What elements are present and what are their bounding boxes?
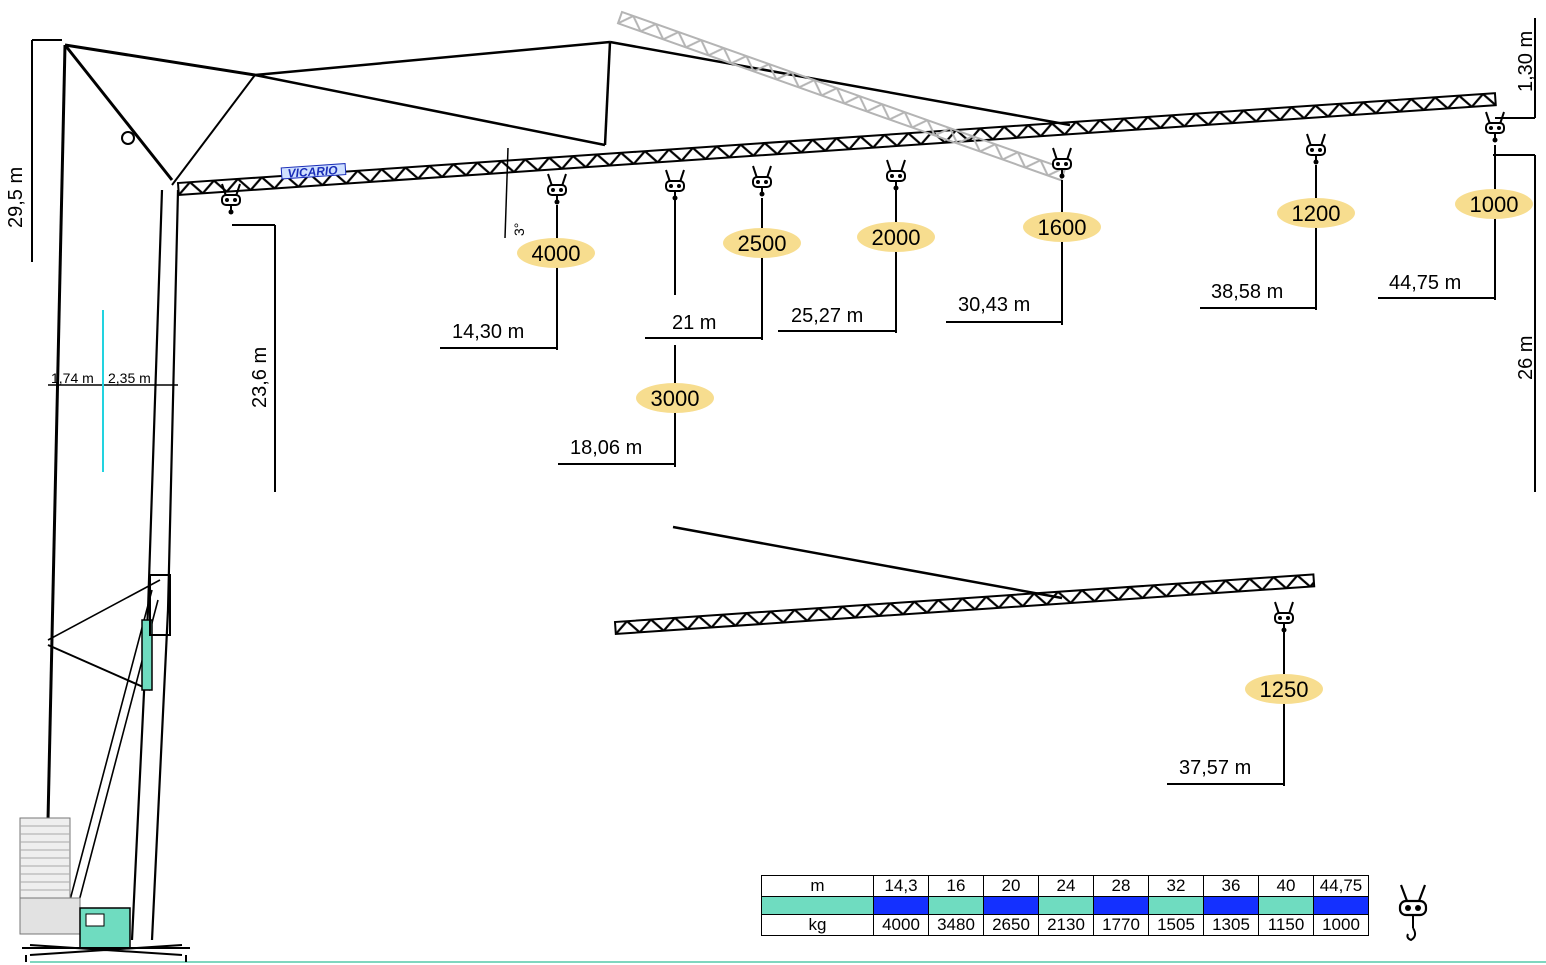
radius-point-1200: 1200 38,58 m [1211,198,1355,303]
radius-point-1000: 1000 44,75 m [1389,189,1533,294]
row-label-load: kg [761,914,874,936]
hook-icon [665,169,685,202]
dim-29-5: 29,5 m [5,167,27,228]
load-label: 3000 [651,386,700,411]
distance-label: 44,75 m [1389,272,1461,294]
table-row: m 14,3 16 20 24 28 32 36 40 44,75 [761,875,1369,897]
table-cell: 1505 [1148,914,1204,936]
table-cell: 32 [1148,875,1204,897]
distance-label: 14,30 m [452,321,524,343]
color-band-row [761,896,1369,915]
hook-icon [886,159,906,192]
table-cell: 28 [1093,875,1149,897]
band-cell [1148,896,1204,915]
load-label: 4000 [532,241,581,266]
table-cell: 20 [983,875,1039,897]
hook-icon [752,165,772,198]
brand-label: VICARIO [287,163,339,180]
band-cell [1313,896,1369,915]
reduced-jib-point: 1250 37,57 m [1179,674,1323,779]
dim-2-35: 2,35 m [108,370,151,386]
band-cell [1203,896,1259,915]
radius-point-1600: 1600 30,43 m [958,212,1101,316]
load-label: 1000 [1470,192,1519,217]
table-cell: 14,3 [873,875,929,897]
table-cell: 1000 [1313,914,1369,936]
band-cell [873,896,929,915]
table-cell: 16 [928,875,984,897]
radius-point-2000: 2000 25,27 m [791,222,935,327]
table-cell: 44,75 [1313,875,1369,897]
band-cell [928,896,984,915]
load-table: m 14,3 16 20 24 28 32 36 40 44,75 kg 400… [761,875,1369,936]
hook-icon [1485,111,1505,144]
distance-label: 21 m [672,312,716,334]
table-cell: 2130 [1038,914,1094,936]
distance-label: 18,06 m [570,437,642,459]
distance-label: 37,57 m [1179,757,1251,779]
load-label: 1200 [1292,201,1341,226]
table-cell: 2650 [983,914,1039,936]
band-cell [1258,896,1314,915]
dim-1-30: 1,30 m [1515,31,1537,92]
dimension-lines [31,18,1536,786]
radius-point-2500: 2500 21 m [672,228,801,334]
band-cell [1093,896,1149,915]
band-cell [761,896,874,915]
distance-label: 30,43 m [958,294,1030,316]
crane-structure [19,40,1071,962]
load-label: 1600 [1038,215,1087,240]
table-cell: 4000 [873,914,929,936]
hook-icon [1306,133,1326,166]
reduced-jib [613,525,1316,636]
dim-angle: 3° [511,223,527,236]
dim-1-74: 1,74 m [51,370,94,386]
table-row: kg 4000 3480 2650 2130 1770 1505 1305 11… [761,914,1369,936]
table-cell: 24 [1038,875,1094,897]
dim-23-6: 23,6 m [249,347,271,408]
hook-icon [1274,601,1294,634]
radius-point-3000: 3000 18,06 m [570,383,714,459]
load-label: 1250 [1260,677,1309,702]
distance-label: 25,27 m [791,305,863,327]
distance-label: 38,58 m [1211,281,1283,303]
band-cell [983,896,1039,915]
row-label-distance: m [761,875,874,897]
table-cell: 1770 [1093,914,1149,936]
table-cell: 36 [1203,875,1259,897]
load-label: 2000 [872,225,921,250]
band-cell [1038,896,1094,915]
hook-icon [547,173,567,206]
table-cell: 3480 [928,914,984,936]
table-cell: 1150 [1258,914,1314,936]
hook-icon [1398,884,1428,942]
table-cell: 1305 [1203,914,1259,936]
table-cell: 40 [1258,875,1314,897]
load-label: 2500 [738,231,787,256]
radius-point-4000: 4000 14,30 m [452,238,595,343]
dim-26: 26 m [1515,336,1537,380]
